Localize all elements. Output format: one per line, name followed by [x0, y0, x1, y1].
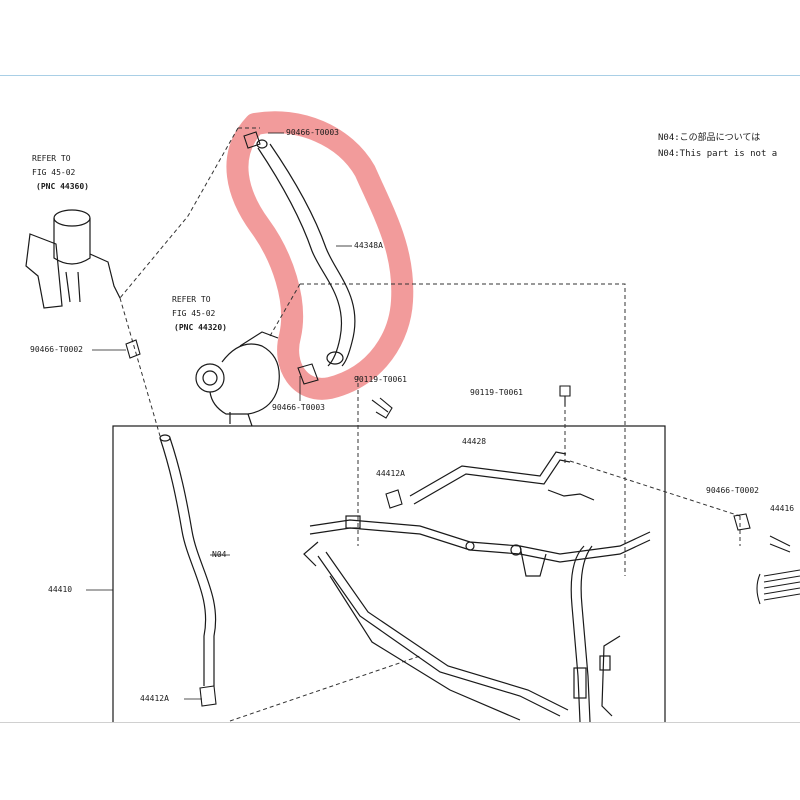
- label-hose-main: 44348A: [354, 241, 383, 250]
- note-english: N04:This part is not a: [658, 149, 778, 159]
- label-assy: 44410: [48, 585, 73, 594]
- bottom-divider: [0, 722, 800, 723]
- reservoir-drawing: [25, 209, 121, 309]
- label-n04: N04: [212, 550, 227, 559]
- ref-left-fig: FIG 45-02: [32, 168, 76, 177]
- ref-left-refer: REFER TO: [32, 154, 71, 163]
- ref-pump-pnc: (PNC 44320): [174, 323, 227, 332]
- label-part-right: 44416: [770, 504, 795, 513]
- part-44416: [756, 569, 800, 605]
- ref-pump-refer: REFER TO: [172, 295, 211, 304]
- label-bolt-1: 90119-T0061: [354, 375, 407, 384]
- pump-drawing: [195, 331, 280, 427]
- bolt-drawings: [371, 385, 791, 553]
- pressure-tube-assembly: [303, 489, 651, 723]
- label-clip-pump: 90466-T0003: [272, 403, 325, 412]
- label-tube-44428: 44428: [462, 437, 487, 446]
- clamp-drawings: [125, 131, 751, 707]
- ref-pump-fig: FIG 45-02: [172, 309, 216, 318]
- label-clip-left: 90466-T0002: [30, 345, 83, 354]
- hose-44348a: [256, 139, 356, 367]
- highlight-marker: [226, 111, 414, 400]
- label-bolt-2: 90119-T0061: [470, 388, 523, 397]
- top-divider: [0, 75, 800, 76]
- label-clip-right: 90466-T0002: [706, 486, 759, 495]
- note-japanese: N04:この部品については: [658, 133, 761, 143]
- ref-left-pnc: (PNC 44360): [36, 182, 89, 191]
- label-leaders: [86, 132, 352, 700]
- parts-diagram: N04:この部品については N04:This part is not a REF…: [0, 76, 800, 727]
- diagram-drawing: [25, 111, 800, 727]
- label-clip-top: 90466-T0003: [286, 128, 339, 137]
- tube-44428: [409, 451, 571, 505]
- hose-n04: [159, 434, 217, 686]
- dashed-leaders: [119, 127, 741, 722]
- label-clamp-b: 44412A: [140, 694, 169, 703]
- label-clamp-a: 44412A: [376, 469, 405, 478]
